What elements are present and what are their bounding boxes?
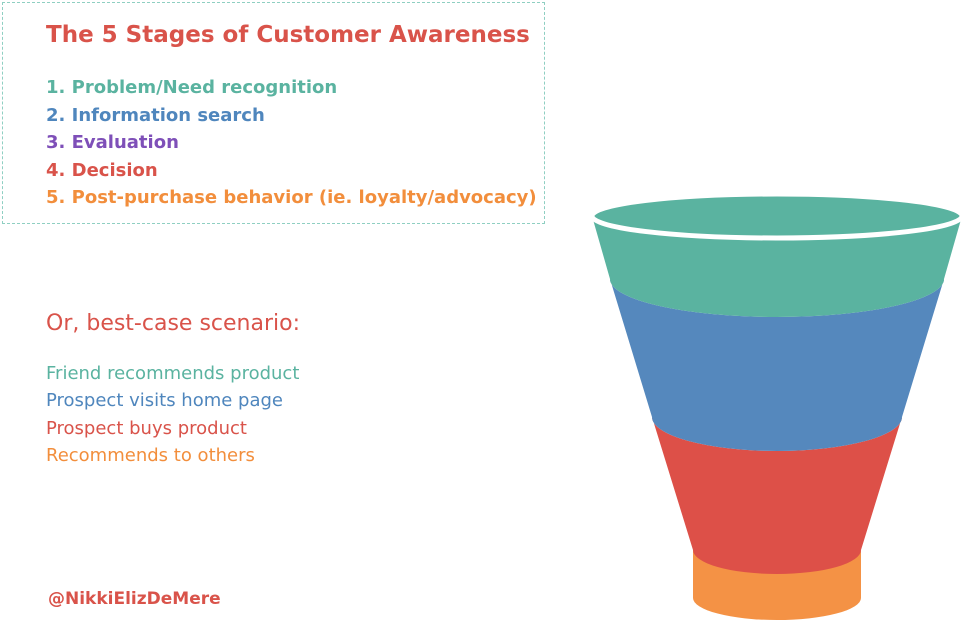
scenario-step: Recommends to others: [46, 444, 255, 466]
stage-item: 5. Post-purchase behavior (ie. loyalty/a…: [46, 187, 537, 208]
funnel-layer-blue: [610, 279, 944, 451]
funnel-layer-red: [652, 417, 902, 574]
funnel-layer-teal: [592, 216, 962, 317]
scenario-heading: Or, best-case scenario:: [46, 311, 300, 336]
stages-box: [2, 2, 545, 224]
scenario-step: Friend recommends product: [46, 363, 300, 384]
funnel-graphic: [589, 191, 965, 620]
stage-item: 2. Information search: [46, 104, 265, 126]
stage-item: 1. Problem/Need recognition: [46, 77, 338, 98]
scenario-list: Friend recommends product Prospect visit…: [46, 360, 299, 469]
stage-item: 4. Decision: [46, 159, 158, 181]
stage-list: 1. Problem/Need recognition 2. Informati…: [46, 74, 537, 212]
author-handle: @NikkiElizDeMere: [48, 589, 221, 609]
stages-title: The 5 Stages of Customer Awareness: [46, 22, 530, 48]
scenario-step: Prospect buys product: [46, 417, 247, 439]
funnel-rim: [589, 191, 965, 241]
scenario-step: Prospect visits home page: [46, 390, 284, 412]
stage-item: 3. Evaluation: [46, 132, 179, 153]
